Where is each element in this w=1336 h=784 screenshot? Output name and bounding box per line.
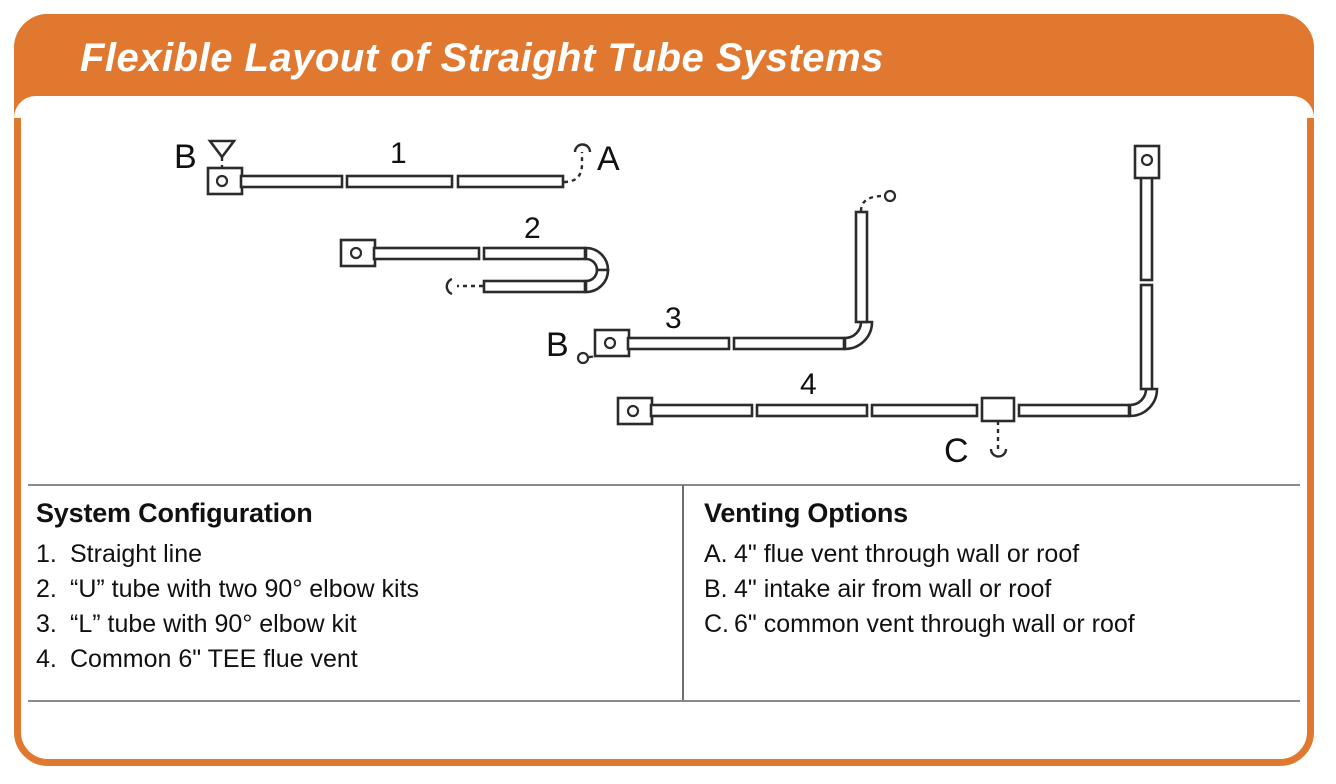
tube-segment <box>626 336 731 351</box>
legend-text: Straight line <box>70 540 203 568</box>
connector-hole-row4 <box>626 404 640 418</box>
legend-marker: 3. <box>36 610 57 638</box>
riser-top-hole <box>1140 153 1154 167</box>
flue-dashed-hook-row1 <box>563 152 584 184</box>
tube-segment <box>755 403 869 418</box>
legend-divider-bottom <box>28 700 1300 702</box>
legend-column-system-configuration: System Configuration 1. Straight line 2.… <box>36 498 676 677</box>
legend-marker: B. <box>704 575 728 603</box>
tube-segment-vertical <box>854 210 869 324</box>
elbow-upper-row2 <box>584 246 610 272</box>
legend-text: “L” tube with 90° elbow kit <box>70 610 357 638</box>
legend-marker: C. <box>704 610 729 638</box>
legend-text: Common 6" TEE flue vent <box>70 645 358 673</box>
tube-segment <box>1017 403 1131 418</box>
legend-heading-system-configuration: System Configuration <box>36 498 313 528</box>
legend-item-vent-a: A. 4" flue vent through wall or roof <box>704 537 1294 572</box>
tube-segment-vertical <box>1139 283 1154 391</box>
connector-hole-row1 <box>215 174 229 188</box>
legend-item-config-2: 2. “U” tube with two 90° elbow kits <box>36 572 676 607</box>
elbow-90-row3 <box>843 320 874 351</box>
row-2-u-tube: 2 <box>339 212 610 296</box>
label-b-row3: B <box>546 326 569 364</box>
legend-text: 4" flue vent through wall or roof <box>734 540 1080 568</box>
flue-dot-row3 <box>883 189 897 203</box>
row-number-3: 3 <box>665 302 682 335</box>
elbow-lower-row2 <box>584 268 610 294</box>
elbow-90-row4 <box>1128 387 1159 418</box>
intake-cap-row2 <box>445 277 453 296</box>
legend-text: “U” tube with two 90° elbow kits <box>70 575 420 603</box>
tube-segment <box>239 174 344 189</box>
row-4-tee-flue-vent: C 4 <box>616 144 1161 470</box>
row-3-l-tube: B 3 <box>546 189 897 365</box>
row-number-4: 4 <box>800 368 817 401</box>
connector-hole-row2 <box>349 246 363 260</box>
legend-item-vent-b: B. 4" intake air from wall or roof <box>704 572 1294 607</box>
tube-segment <box>372 246 481 261</box>
outer-card <box>14 14 1314 766</box>
row-number-1: 1 <box>390 137 407 170</box>
riser-top-connector-box <box>1133 144 1161 180</box>
legend-marker: A. <box>704 540 728 568</box>
legend-marker: 4. <box>36 645 57 673</box>
legend-heading-venting-options: Venting Options <box>704 498 908 528</box>
legend-marker: 2. <box>36 575 57 603</box>
tube-segment <box>482 246 587 261</box>
connector-hole-row3 <box>603 336 617 350</box>
legend-item-config-4: 4. Common 6" TEE flue vent <box>36 642 676 677</box>
page-title: Flexible Layout of Straight Tube Systems <box>80 36 884 80</box>
legend-column-venting-options: Venting Options A. 4" flue vent through … <box>704 498 1294 642</box>
tube-segment <box>345 174 454 189</box>
tee-fitting <box>980 396 1016 423</box>
flue-cap-row1 <box>573 143 592 153</box>
label-a-row1: A <box>597 140 620 178</box>
row-number-2: 2 <box>524 212 541 245</box>
legend-divider-top <box>28 484 1300 486</box>
legend-divider-vertical <box>682 485 684 700</box>
label-b-row1: B <box>174 138 197 176</box>
legend-marker: 1. <box>36 540 57 568</box>
common-vent-cap <box>989 448 1008 458</box>
legend-panel: System Configuration 1. Straight line 2.… <box>28 484 1300 702</box>
tube-segment <box>456 174 565 189</box>
tube-segment <box>732 336 846 351</box>
intake-dot-row3 <box>576 351 590 365</box>
legend-text: 4" intake air from wall or roof <box>734 575 1052 603</box>
label-c-row4: C <box>944 432 969 470</box>
tube-segment <box>870 403 979 418</box>
legend-item-config-3: 3. “L” tube with 90° elbow kit <box>36 607 676 642</box>
flue-dashed-line-row3 <box>859 194 885 212</box>
tube-segment-vertical <box>1139 170 1154 282</box>
row-1-straight-line: B A 1 <box>174 137 620 196</box>
legend-item-config-1: 1. Straight line <box>36 537 676 572</box>
tube-segment <box>482 279 587 294</box>
intake-triangle-icon <box>207 139 237 160</box>
legend-text: 6" common vent through wall or roof <box>734 610 1135 638</box>
title-band <box>14 14 1314 118</box>
legend-item-vent-c: C. 6" common vent through wall or roof <box>704 607 1294 642</box>
tube-segment <box>649 403 754 418</box>
